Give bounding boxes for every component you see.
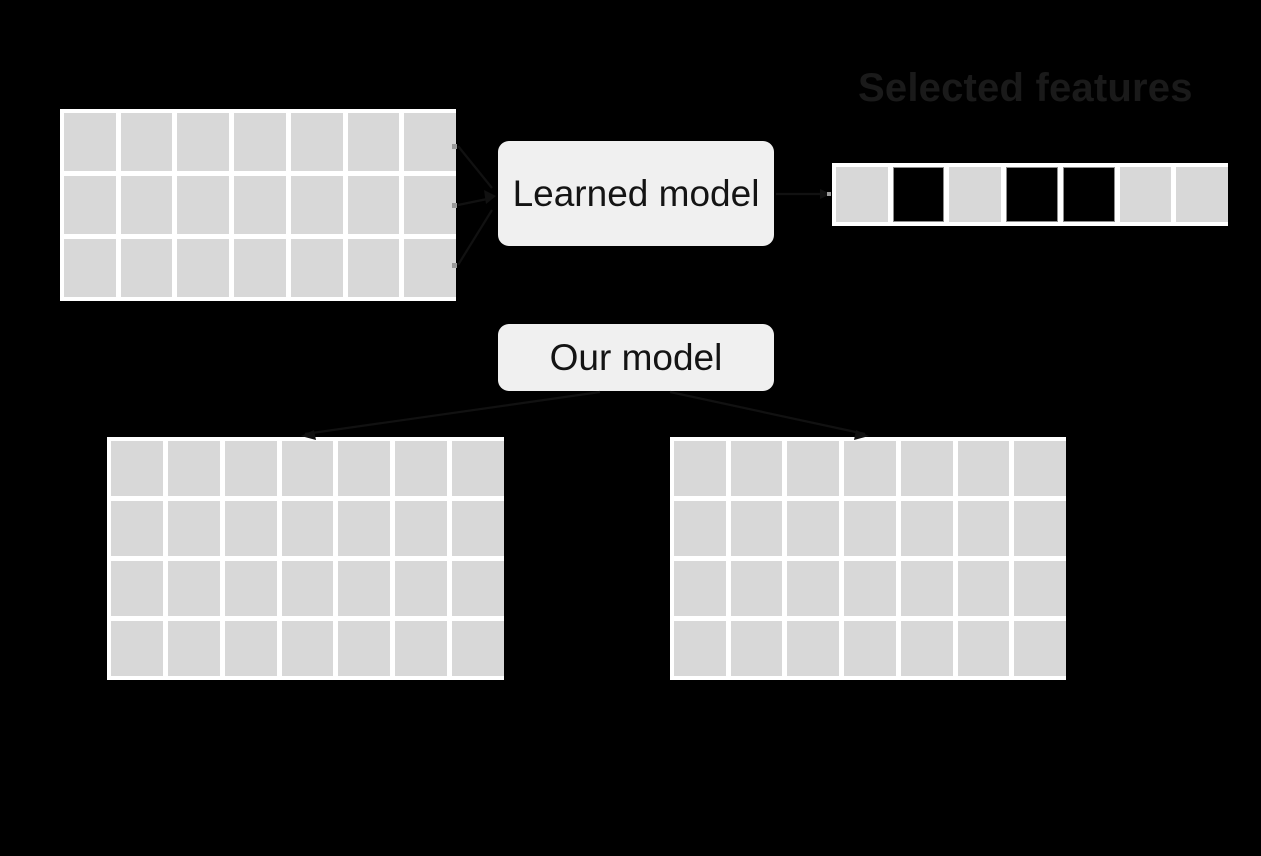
matrix-cell[interactable] xyxy=(674,441,726,496)
matrix-cell[interactable] xyxy=(281,561,334,616)
matrix-cell[interactable] xyxy=(177,113,230,171)
matrix-cell-selected[interactable] xyxy=(1006,167,1058,222)
matrix-cell[interactable] xyxy=(64,113,116,171)
matrix-cell[interactable] xyxy=(234,113,286,171)
matrix-cell[interactable] xyxy=(452,561,504,616)
matrix-cell[interactable] xyxy=(347,239,400,297)
matrix-cell[interactable] xyxy=(730,561,783,616)
arrowhead-features xyxy=(820,189,831,199)
matrix-cell[interactable] xyxy=(787,561,840,616)
matrix-cell[interactable] xyxy=(167,441,220,496)
matrix-cell[interactable] xyxy=(177,176,230,234)
matrix-cell[interactable] xyxy=(787,441,840,496)
matrix-cell[interactable] xyxy=(836,167,888,222)
stub-features-left xyxy=(827,192,831,196)
matrix-cell[interactable] xyxy=(1176,167,1228,222)
matrix-cell[interactable] xyxy=(234,239,286,297)
matrix-cell[interactable] xyxy=(111,621,163,676)
matrix-cell[interactable] xyxy=(844,501,896,556)
matrix-cell[interactable] xyxy=(957,501,1010,556)
matrix-cell[interactable] xyxy=(900,621,953,676)
matrix-cell[interactable] xyxy=(281,501,334,556)
matrix-cell[interactable] xyxy=(64,239,116,297)
matrix-cell[interactable] xyxy=(224,621,277,676)
matrix-cell[interactable] xyxy=(452,621,504,676)
matrix-cell[interactable] xyxy=(1014,501,1066,556)
matrix-cell[interactable] xyxy=(674,561,726,616)
matrix-cell-selected[interactable] xyxy=(892,167,945,222)
output-matrix-left[interactable] xyxy=(107,437,504,680)
matrix-cell[interactable] xyxy=(404,176,456,234)
learned-model-box[interactable]: Learned model xyxy=(498,141,774,246)
matrix-cell[interactable] xyxy=(111,561,163,616)
matrix-cell[interactable] xyxy=(844,621,896,676)
matrix-cell[interactable] xyxy=(730,441,783,496)
matrix-cell[interactable] xyxy=(395,561,448,616)
matrix-cell[interactable] xyxy=(1014,561,1066,616)
matrix-cell[interactable] xyxy=(844,441,896,496)
matrix-cell[interactable] xyxy=(900,501,953,556)
matrix-cell[interactable] xyxy=(338,501,391,556)
matrix-cell[interactable] xyxy=(452,501,504,556)
matrix-cell[interactable] xyxy=(290,113,343,171)
matrix-cell[interactable] xyxy=(167,561,220,616)
matrix-cell[interactable] xyxy=(120,176,173,234)
matrix-cell[interactable] xyxy=(120,239,173,297)
matrix-cell[interactable] xyxy=(957,561,1010,616)
matrix-cell[interactable] xyxy=(281,621,334,676)
matrix-cell[interactable] xyxy=(957,441,1010,496)
matrix-cell[interactable] xyxy=(1014,621,1066,676)
matrix-cell[interactable] xyxy=(949,167,1002,222)
matrix-cell[interactable] xyxy=(347,176,400,234)
matrix-cell[interactable] xyxy=(120,113,173,171)
matrix-cell[interactable] xyxy=(290,176,343,234)
matrix-cell[interactable] xyxy=(900,561,953,616)
arrow-input-to-learned-model xyxy=(457,145,493,189)
arrow-our-model-to-output-right xyxy=(669,390,866,436)
matrix-cell[interactable] xyxy=(224,561,277,616)
matrix-cell[interactable] xyxy=(338,561,391,616)
matrix-cell[interactable] xyxy=(404,113,456,171)
matrix-cell[interactable] xyxy=(338,621,391,676)
matrix-cell[interactable] xyxy=(395,501,448,556)
matrix-cell-selected[interactable] xyxy=(1062,167,1115,222)
matrix-cell[interactable] xyxy=(64,176,116,234)
matrix-cell[interactable] xyxy=(674,501,726,556)
matrix-cell[interactable] xyxy=(290,239,343,297)
matrix-cell[interactable] xyxy=(1014,441,1066,496)
arrow-input-to-learned-model-mid xyxy=(457,196,493,207)
arrow-our-model-to-output-left xyxy=(304,390,601,436)
matrix-cell[interactable] xyxy=(395,441,448,496)
selected-features-row[interactable] xyxy=(832,163,1228,226)
matrix-cell[interactable] xyxy=(452,441,504,496)
matrix-cell[interactable] xyxy=(234,176,286,234)
selected-features-title: Selected features xyxy=(858,66,1193,110)
our-model-box[interactable]: Our model xyxy=(498,324,774,391)
matrix-cell[interactable] xyxy=(111,501,163,556)
matrix-cell[interactable] xyxy=(844,561,896,616)
matrix-cell[interactable] xyxy=(730,621,783,676)
matrix-cell[interactable] xyxy=(177,239,230,297)
matrix-cell[interactable] xyxy=(787,501,840,556)
matrix-cell[interactable] xyxy=(167,621,220,676)
matrix-cell[interactable] xyxy=(404,239,456,297)
arrowhead-learned-model xyxy=(484,190,496,204)
matrix-cell[interactable] xyxy=(1119,167,1172,222)
matrix-cell[interactable] xyxy=(224,441,277,496)
matrix-cell[interactable] xyxy=(111,441,163,496)
matrix-cell[interactable] xyxy=(338,441,391,496)
matrix-cell[interactable] xyxy=(730,501,783,556)
matrix-cell[interactable] xyxy=(900,441,953,496)
matrix-cell[interactable] xyxy=(957,621,1010,676)
matrix-cell[interactable] xyxy=(395,621,448,676)
output-matrix-right[interactable] xyxy=(670,437,1066,680)
matrix-cell[interactable] xyxy=(224,501,277,556)
arrow-input-to-learned-model-low xyxy=(457,209,493,266)
matrix-cell[interactable] xyxy=(674,621,726,676)
matrix-cell[interactable] xyxy=(347,113,400,171)
input-matrix[interactable] xyxy=(60,109,456,301)
matrix-cell[interactable] xyxy=(281,441,334,496)
matrix-cell[interactable] xyxy=(167,501,220,556)
matrix-cell[interactable] xyxy=(787,621,840,676)
